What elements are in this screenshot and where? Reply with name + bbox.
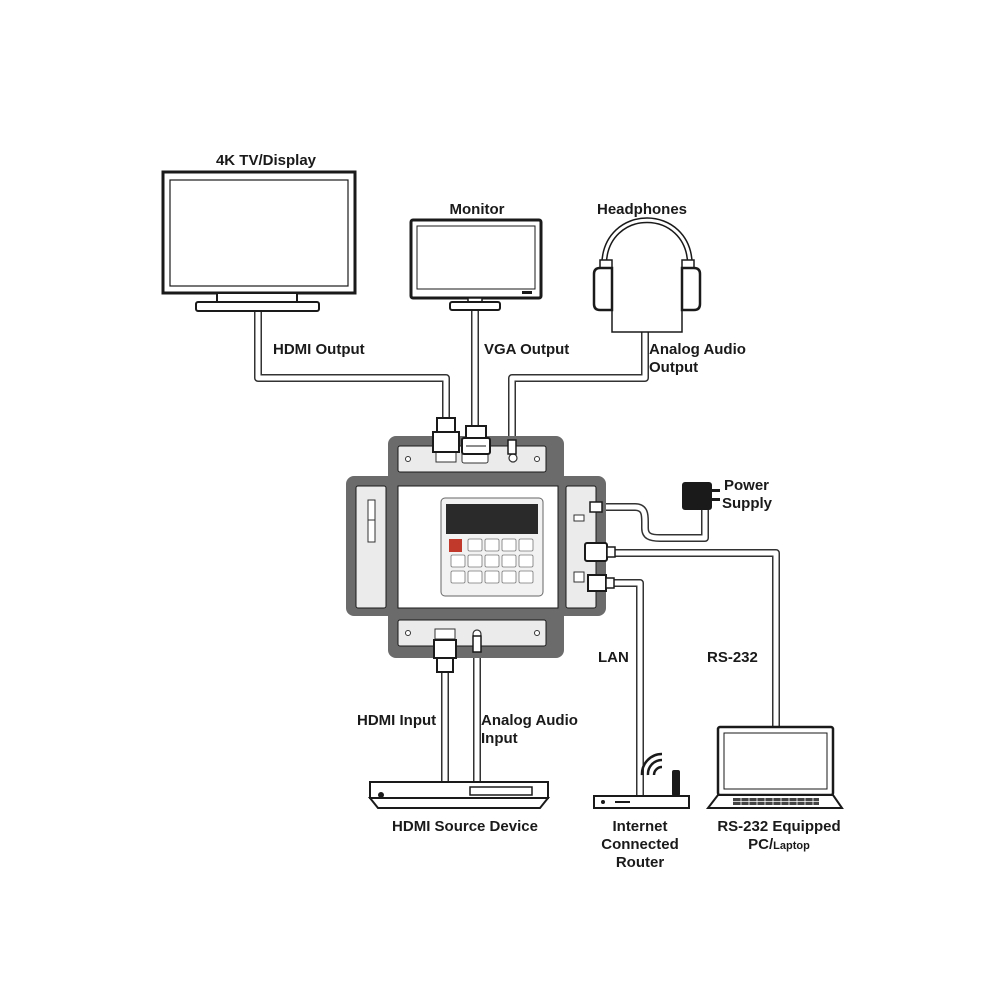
headphones-label: Headphones: [597, 201, 687, 218]
lan-cable: [612, 579, 644, 798]
laptop-label-line1: RS-232 Equipped: [717, 818, 840, 835]
left-side-panel: [355, 485, 387, 609]
monitor-label: Monitor: [450, 201, 505, 218]
power-cable: [600, 503, 709, 542]
hdmi-source-device: HDMI Source Device: [367, 781, 551, 835]
router-label-line3: Router: [616, 854, 664, 871]
power-plug: [589, 501, 603, 513]
audio-output-plug: [507, 439, 517, 455]
cables: [254, 310, 780, 798]
ir-window: [449, 539, 462, 552]
keypad-button[interactable]: [467, 538, 483, 552]
power-label-line2: Supply: [722, 495, 773, 512]
power-label-line1: Power: [724, 477, 769, 494]
analog-audio-input-label-line2: Input: [481, 730, 518, 747]
keypad-button[interactable]: [467, 554, 483, 568]
rs232-plug: [584, 542, 608, 562]
analog-audio-output-label-line1: Analog Audio: [649, 341, 746, 358]
keypad-button[interactable]: [467, 570, 483, 584]
hdmi-input-plug: [433, 639, 457, 659]
power-supply: Power Supply: [682, 477, 773, 512]
tv-label: 4K TV/Display: [216, 152, 317, 169]
keypad: [450, 538, 534, 584]
source-label: HDMI Source Device: [392, 818, 538, 835]
input-port-panel: [397, 619, 547, 647]
keypad-button[interactable]: [484, 554, 500, 568]
analog-audio-input-label-line1: Analog Audio: [481, 712, 578, 729]
power-switch[interactable]: [367, 519, 376, 543]
keypad-button[interactable]: [484, 538, 500, 552]
laptop: RS-232 Equipped PC/Laptop: [705, 725, 844, 853]
hdmi-output-plug: [436, 417, 456, 433]
lan-label: LAN: [598, 649, 629, 666]
keypad-button[interactable]: [450, 554, 466, 568]
keypad-button[interactable]: [501, 538, 517, 552]
lan-plug: [587, 574, 607, 592]
keypad-button[interactable]: [450, 570, 466, 584]
keypad-button[interactable]: [501, 570, 517, 584]
keypad-button[interactable]: [501, 554, 517, 568]
router-label-line1: Internet: [612, 818, 667, 835]
keypad-button[interactable]: [518, 570, 534, 584]
lcd-display: [446, 504, 538, 534]
vga-output-label: VGA Output: [484, 341, 569, 358]
keypad-button[interactable]: [484, 570, 500, 584]
headphones: Headphones: [592, 201, 702, 333]
hdmi-output-label: HDMI Output: [273, 341, 365, 358]
rs232-label: RS-232: [707, 649, 758, 666]
keypad-button[interactable]: [518, 538, 534, 552]
connectors: [432, 417, 616, 673]
audio-input-plug: [472, 635, 482, 653]
router-label-line2: Connected: [601, 836, 679, 853]
hdmi-input-label: HDMI Input: [357, 712, 436, 729]
monitor: Monitor: [409, 201, 543, 311]
router: Internet Connected Router: [593, 752, 690, 871]
analog-audio-output-label-line2: Output: [649, 359, 698, 376]
tv-display: 4K TV/Display: [161, 152, 357, 312]
hdmi-output-cable: [254, 312, 450, 420]
laptop-label-line2: PC/Laptop: [748, 836, 810, 853]
vga-output-plug: [465, 425, 487, 439]
keypad-button[interactable]: [518, 554, 534, 568]
